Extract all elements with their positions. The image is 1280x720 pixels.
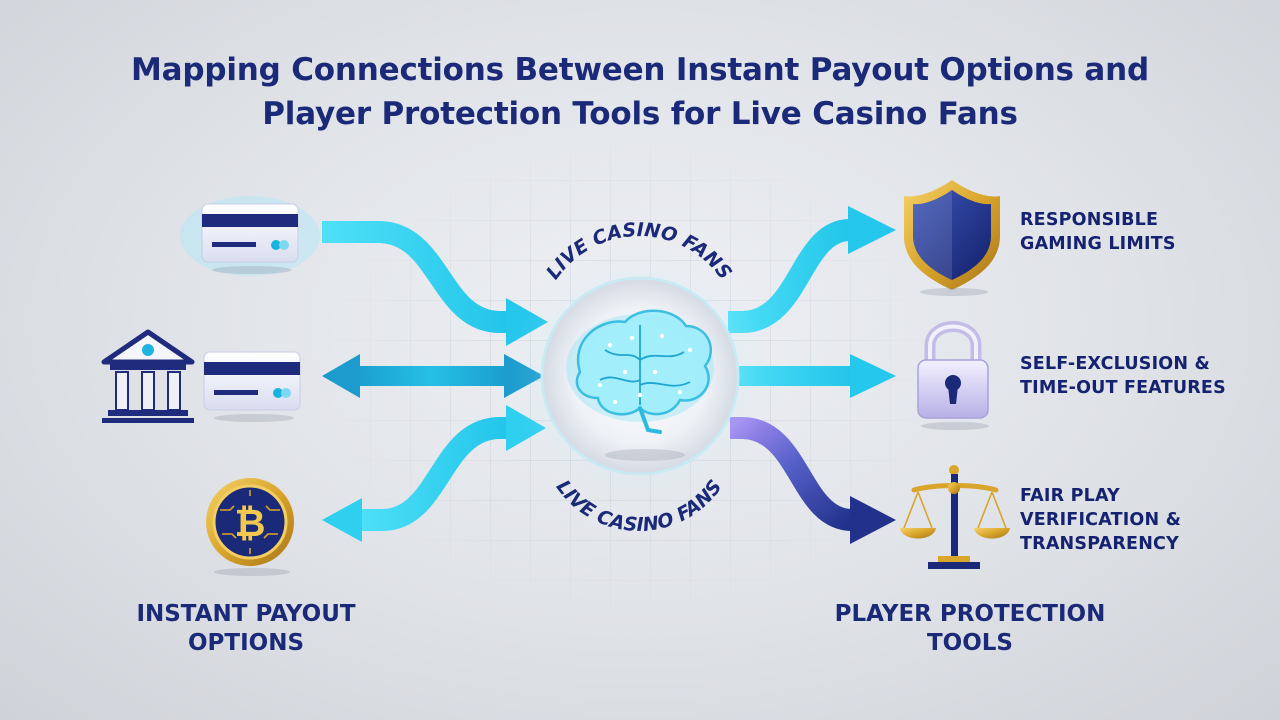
label-responsible-gaming: RESPONSIBLE GAMING LIMITS [1020,208,1176,256]
label-responsible-gaming-line-2: GAMING LIMITS [1020,234,1176,254]
credit-card-icon [180,196,320,276]
title-line-2: Player Protection Tools for Live Casino … [262,96,1018,132]
left-column-title-line-1: INSTANT PAYOUT [136,601,356,627]
bitcoin-icon: ₿ [206,478,294,576]
title-line-1: Mapping Connections Between Instant Payo… [131,52,1149,88]
label-fair-play-line-3: TRANSPARENCY [1020,534,1179,554]
hub-live-casino-fans: LIVE CASINO FANS LIVE CASINO FANS [510,219,770,536]
page-title: Mapping Connections Between Instant Payo… [0,48,1280,136]
svg-text:₿: ₿ [235,501,266,545]
credit-card-icon-2 [203,351,301,422]
label-self-exclusion-line-2: TIME-OUT FEATURES [1020,378,1226,398]
right-column-title: PLAYER PROTECTION TOOLS [810,600,1130,658]
arrow-hub-to-shield [728,206,896,333]
brain-icon [566,309,714,434]
label-responsible-gaming-line-1: RESPONSIBLE [1020,210,1159,230]
label-fair-play-line-2: VERIFICATION & [1020,510,1182,530]
shield-icon [904,180,1000,296]
arrow-hub-to-scales [730,417,896,544]
right-column-title-line-2: TOOLS [926,630,1013,656]
arrow-card-to-hub [322,221,548,346]
left-column-title-line-2: OPTIONS [187,630,305,656]
right-column-title-line-1: PLAYER PROTECTION [834,601,1106,627]
scales-icon [900,465,1010,569]
left-column-title: INSTANT PAYOUT OPTIONS [110,600,382,658]
arrow-bitcoin-hub-bidirectional [322,405,546,542]
label-fair-play-line-1: FAIR PLAY [1020,486,1120,506]
padlock-icon [917,321,989,430]
label-self-exclusion-line-1: SELF-EXCLUSION & [1020,354,1210,374]
label-fair-play: FAIR PLAY VERIFICATION & TRANSPARENCY [1020,484,1181,556]
bank-icon [101,329,195,423]
label-self-exclusion: SELF-EXCLUSION & TIME-OUT FEATURES [1020,352,1226,400]
